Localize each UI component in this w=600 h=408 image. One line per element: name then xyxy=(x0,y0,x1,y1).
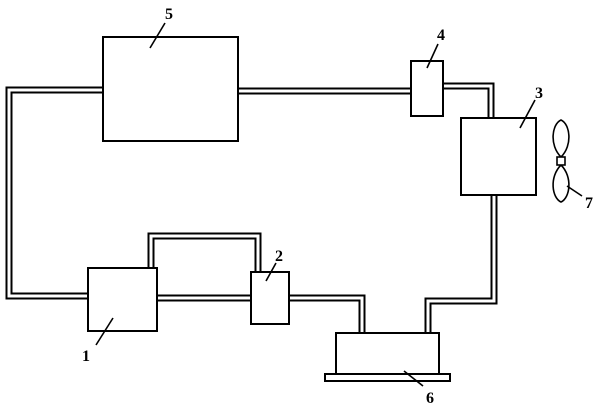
component-6-base xyxy=(324,373,451,382)
component-4-box xyxy=(410,60,444,117)
fan-blade-top xyxy=(552,119,570,159)
leader-7 xyxy=(566,185,583,197)
component-5-box xyxy=(102,36,239,142)
pipe-4-to-3-inner xyxy=(443,84,493,118)
fan-blade-bottom xyxy=(552,163,570,203)
component-2-box xyxy=(250,271,290,325)
component-1-box xyxy=(87,267,158,332)
label-6: 6 xyxy=(426,390,434,407)
leader-4 xyxy=(426,43,439,69)
pipe-5-to-1-inner xyxy=(7,88,103,298)
leader-5 xyxy=(149,22,166,49)
pipe-3-to-6-inner xyxy=(426,195,496,333)
label-5: 5 xyxy=(165,6,173,23)
leader-2 xyxy=(265,262,277,282)
fan-hub xyxy=(556,156,566,166)
component-6-box xyxy=(335,332,440,376)
leader-1 xyxy=(95,317,114,346)
label-7: 7 xyxy=(585,195,593,212)
label-1: 1 xyxy=(82,348,90,365)
component-7-fan xyxy=(552,119,570,203)
pipe-4-to-3 xyxy=(443,82,495,118)
component-6 xyxy=(324,332,451,382)
pipe-2-to-6-inner xyxy=(289,296,364,333)
component-3-box xyxy=(460,117,537,196)
pipe-1-to-2-top xyxy=(147,232,262,272)
pipe-5-to-1 xyxy=(5,86,103,300)
leader-lines xyxy=(95,22,583,387)
leader-3 xyxy=(519,99,536,129)
pipe-1-to-2-top-inner xyxy=(149,234,260,272)
pipe-3-to-6 xyxy=(424,195,498,333)
pipe-2-to-6 xyxy=(289,294,366,333)
pipe-network xyxy=(5,82,498,333)
label-3: 3 xyxy=(535,85,543,102)
label-4: 4 xyxy=(437,27,445,44)
label-2: 2 xyxy=(275,248,283,265)
component-labels: 5 4 3 7 2 1 6 xyxy=(82,6,593,407)
leader-6 xyxy=(403,370,424,387)
